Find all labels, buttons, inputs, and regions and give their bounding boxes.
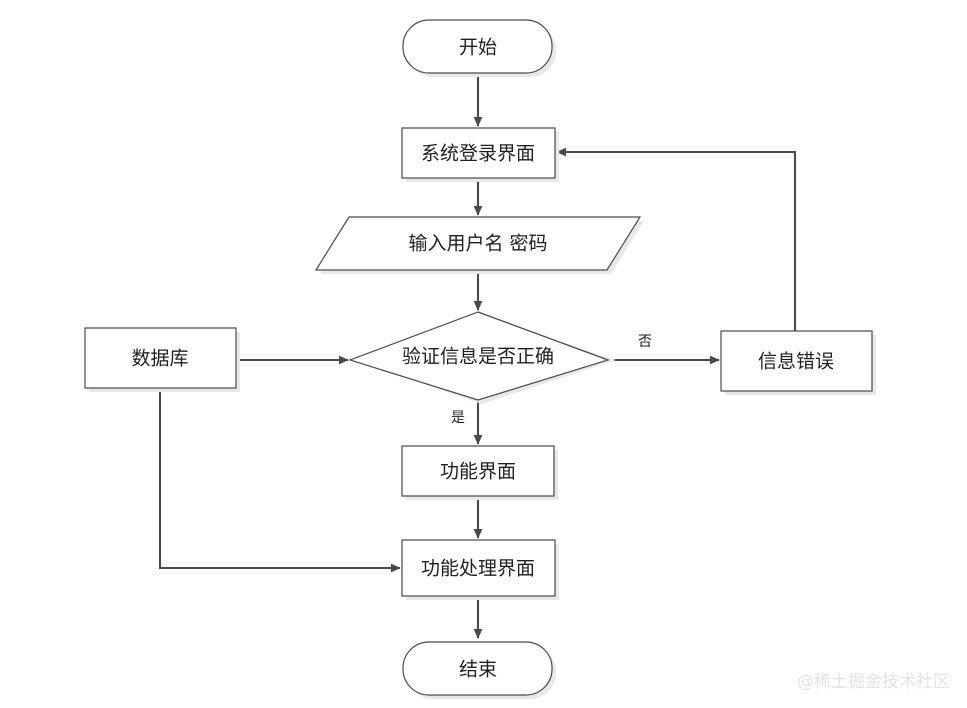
- node-end-shape: [402, 641, 553, 696]
- node-database-shape: [84, 327, 237, 389]
- node-function-screen-label: 功能界面: [440, 461, 516, 483]
- node-end-label: 结束: [459, 659, 497, 681]
- edge-database-to-process: [158, 392, 401, 573]
- node-verify-decision-label: 验证信息是否正确: [402, 346, 554, 368]
- node-function-screen-shape: [401, 445, 555, 497]
- edge-error-to-login: [556, 147, 797, 331]
- node-info-error[interactable]: 信息错误: [720, 330, 876, 395]
- node-info-error-label: 信息错误: [758, 351, 834, 373]
- node-input-credentials-shape: [314, 216, 642, 271]
- node-login-screen-shape: [401, 127, 556, 179]
- node-login-screen-label: 系统登录界面: [421, 143, 535, 165]
- node-login-screen[interactable]: 系统登录界面: [401, 127, 559, 182]
- watermark-label: @稀土掘金技术社区: [797, 672, 950, 692]
- edge-label-no: 否: [638, 334, 652, 350]
- node-start[interactable]: 开始: [402, 19, 556, 77]
- edge-layer: 否 是: [158, 73, 797, 639]
- edge-label-yes: 是: [451, 410, 465, 426]
- node-info-error-shape: [720, 330, 873, 392]
- node-database-label: 数据库: [131, 348, 188, 370]
- node-function-screen[interactable]: 功能界面: [401, 445, 558, 500]
- node-start-shape: [402, 19, 553, 74]
- node-verify-decision[interactable]: 验证信息是否正确: [348, 311, 616, 404]
- node-input-credentials-label: 输入用户名 密码: [408, 233, 547, 255]
- node-end[interactable]: 结束: [402, 641, 556, 699]
- node-function-process-screen[interactable]: 功能处理界面: [401, 539, 559, 600]
- node-verify-decision-shape: [348, 311, 610, 401]
- node-function-process-screen-shape: [401, 539, 556, 597]
- node-input-credentials[interactable]: 输入用户名 密码: [314, 216, 644, 274]
- node-start-label: 开始: [459, 37, 497, 59]
- node-database[interactable]: 数据库: [84, 327, 240, 392]
- node-function-process-screen-label: 功能处理界面: [421, 558, 535, 580]
